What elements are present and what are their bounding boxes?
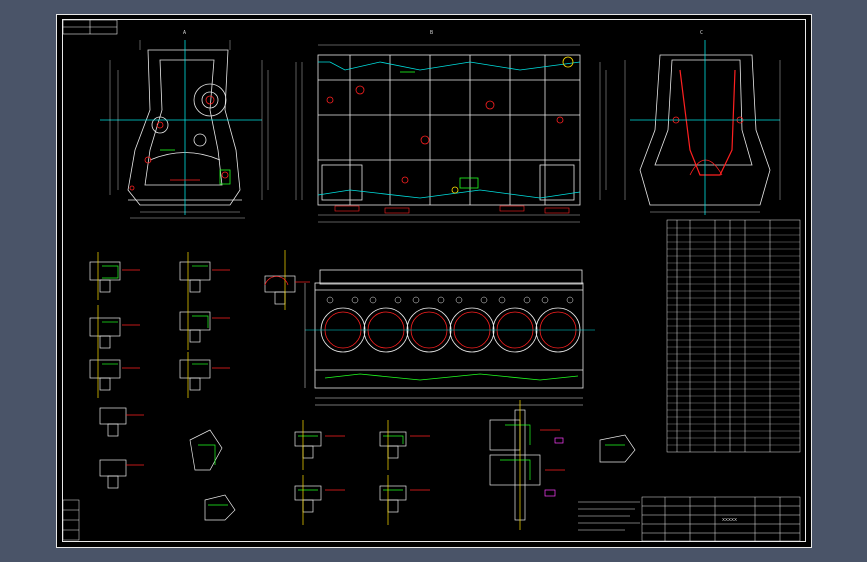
revision-boxes [62,499,80,541]
view-label-a: A [183,30,186,36]
notes-block [578,501,640,531]
section-details-left [89,250,310,521]
corner-stamp [62,19,118,35]
rear-view [624,40,781,215]
side-view [295,44,607,223]
section-details-bottom [294,400,636,530]
title-block [641,496,801,542]
sheet-inner-border [62,19,806,542]
sheet-background [56,14,812,548]
top-plan-view [304,269,595,406]
parts-table-rows [667,227,800,446]
view-label-c: C [700,30,703,36]
sheet-outer-border [56,14,812,548]
parts-table [666,219,801,453]
title-block-text: xxxxx [722,517,737,523]
view-label-b: B [430,30,433,36]
front-view [100,40,269,219]
